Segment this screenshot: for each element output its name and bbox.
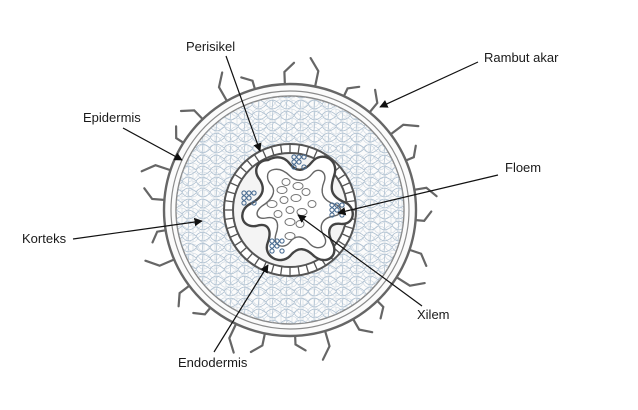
xylem-cell — [281, 178, 291, 186]
xylem-cell — [276, 186, 288, 194]
endodermis-cell-wall — [229, 182, 239, 187]
root-hair — [413, 210, 433, 222]
root-hair — [375, 299, 385, 320]
endodermis-cell-wall — [297, 266, 301, 276]
xylem-cell — [284, 232, 296, 240]
endodermis-cell-wall — [305, 264, 310, 274]
root-hair — [240, 76, 257, 92]
label-endodermis: Endodermis — [178, 355, 248, 370]
endodermis-cell-wall — [341, 233, 351, 238]
root-hair — [140, 164, 173, 173]
endodermis-cell-wall — [337, 240, 346, 247]
endodermis-cell-wall — [297, 144, 301, 154]
endodermis-cell-wall — [344, 225, 354, 230]
label-floem: Floem — [505, 160, 541, 175]
endodermis-cell-wall — [313, 149, 318, 159]
xylem-cell — [290, 194, 302, 202]
root-hair — [351, 317, 374, 334]
xylem-cell — [284, 218, 296, 226]
leader-epidermis — [122, 127, 183, 161]
root-hair — [294, 333, 307, 352]
root-hair — [144, 258, 177, 267]
endodermis-cell-wall — [344, 190, 354, 195]
endodermis-cell-wall — [234, 240, 243, 247]
endodermis-cell-wall — [234, 173, 243, 180]
xylem-cell — [301, 188, 311, 196]
xylem-cell — [292, 182, 304, 190]
leader-floem — [337, 174, 499, 216]
root-hair — [217, 71, 229, 103]
endodermis-cell-wall — [226, 190, 236, 195]
endodermis-cell-wall — [346, 199, 356, 203]
phloem-cluster — [241, 190, 257, 206]
root-hair — [249, 331, 267, 354]
root-hair — [228, 321, 238, 354]
root-hair — [394, 275, 426, 287]
label-korteks: Korteks — [22, 231, 67, 246]
endodermis-cell-wall — [246, 252, 254, 261]
xylem-cell — [273, 210, 283, 218]
root-hair — [192, 305, 213, 316]
label-perisikel: Perisikel — [186, 39, 235, 54]
endodermis-cell-wall — [226, 225, 236, 230]
endodermis-cell-wall — [270, 264, 275, 274]
endodermis-cell-wall — [253, 154, 260, 163]
root-hair — [143, 187, 167, 202]
root-hair — [342, 85, 361, 99]
endodermis-cell-wall — [279, 266, 283, 276]
xylem-cell — [307, 200, 317, 208]
leader-lines — [72, 55, 499, 353]
phloem-clusters — [241, 154, 345, 254]
root-hair — [179, 109, 205, 121]
leader-xilem — [297, 214, 423, 307]
endodermis-cell-wall — [253, 257, 260, 266]
leader-perisikel — [225, 55, 262, 152]
root-hair — [151, 229, 168, 244]
root-hair — [175, 125, 186, 145]
label-rambut-akar: Rambut akar — [484, 50, 559, 65]
endodermis-cell-wall — [229, 233, 239, 238]
endodermis-cell-wall — [337, 173, 346, 180]
endodermis-cell-wall — [224, 217, 234, 221]
endodermis-cell-wall — [313, 261, 318, 271]
leader-endodermis — [213, 264, 269, 353]
root-hairs — [140, 57, 438, 361]
endodermis-cell-wall — [341, 182, 351, 187]
endodermis-cell-wall — [279, 144, 283, 154]
root-hair — [403, 144, 417, 162]
root-hair — [283, 61, 296, 87]
endodermis-cell-wall — [305, 146, 310, 156]
label-epidermis: Epidermis — [83, 110, 141, 125]
root-hair — [309, 57, 320, 89]
endodermis-cell-wall — [270, 146, 275, 156]
endodermis-cell-wall — [239, 246, 248, 254]
phloem-cluster — [291, 154, 307, 170]
root-hair — [321, 328, 331, 361]
phloem-cluster — [269, 238, 285, 254]
endodermis-cell-wall — [239, 166, 248, 174]
root-hair — [407, 248, 428, 267]
root-hair — [412, 186, 438, 198]
endodermis-cell-wall — [262, 149, 267, 159]
endodermis-cell-wall — [224, 199, 234, 203]
root-hair — [367, 88, 379, 115]
xylem-cell — [285, 206, 295, 214]
endodermis-cell-wall — [246, 159, 254, 168]
xylem-cell — [266, 200, 278, 208]
root-hair — [388, 123, 420, 136]
leader-rambut-akar — [379, 61, 479, 108]
leader-korteks — [72, 217, 203, 240]
label-xilem: Xilem — [417, 307, 450, 322]
root-hair — [177, 284, 192, 308]
labels: Perisikel Rambut akar Epidermis Floem Ko… — [22, 39, 559, 370]
xylem-cell — [279, 196, 289, 204]
